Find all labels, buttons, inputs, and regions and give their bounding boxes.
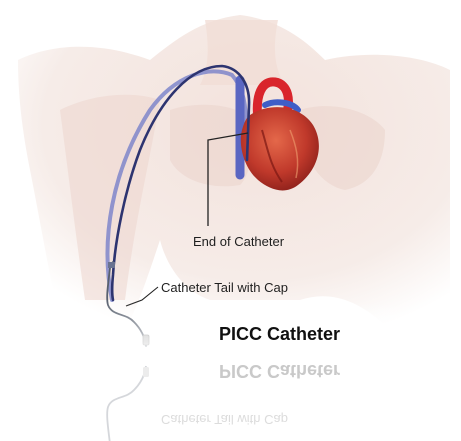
neck xyxy=(200,20,285,85)
label-catheter-tail: Catheter Tail with Cap xyxy=(161,280,288,295)
diagram-title: PICC Catheter xyxy=(219,324,340,345)
catheter-tail-clamp xyxy=(108,262,115,268)
reflection-graphic xyxy=(107,366,149,441)
label-end-of-catheter: End of Catheter xyxy=(193,234,284,249)
